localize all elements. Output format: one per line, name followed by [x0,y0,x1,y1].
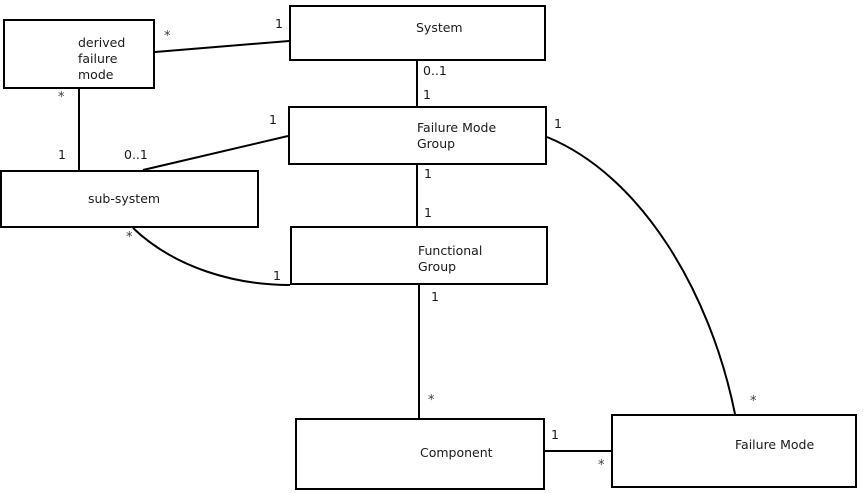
multiplicity-label: * [598,458,605,473]
multiplicity-label: 1 [554,116,562,131]
multiplicity-label: 1 [273,268,281,283]
multiplicity-label: * [58,90,65,105]
class-label-failure-mode: Failure Mode [735,437,815,452]
multiplicity-label: * [428,393,435,408]
class-box-sub-system[interactable] [0,170,259,228]
multiplicity-label: * [164,29,171,44]
class-label-component: Component [420,445,493,460]
class-label-functional-group: Functional Group [418,243,483,274]
multiplicity-label: 1 [551,427,559,442]
class-label-failure-mode-group: Failure Mode Group [417,120,497,151]
multiplicity-label: 1 [269,112,277,127]
class-box-component[interactable] [295,418,545,490]
association-sub-system--functional-group[interactable] [132,227,291,286]
association-sub-system--failure-mode-group[interactable] [142,135,289,171]
multiplicity-label: 1 [424,205,432,220]
class-box-derived-failure-mode[interactable] [3,19,155,89]
multiplicity-label: 1 [424,166,432,181]
multiplicity-label: 1 [431,289,439,304]
multiplicity-label: 1 [58,147,66,162]
multiplicity-label: * [126,230,133,245]
class-box-system[interactable] [289,5,546,61]
class-label-derived-failure-mode: derived failure mode [78,35,126,82]
class-box-functional-group[interactable] [290,226,548,285]
multiplicity-label: 0..1 [124,147,148,162]
class-label-sub-system: sub-system [88,191,161,206]
class-box-failure-mode[interactable] [611,414,857,488]
association-failure-mode-group--failure-mode[interactable] [546,136,736,415]
multiplicity-label: 1 [275,16,283,31]
multiplicity-label: 0..1 [423,63,447,78]
class-box-failure-mode-group[interactable] [288,106,547,165]
multiplicity-label: * [750,394,757,409]
association-derived-failure-mode--system[interactable] [154,40,290,53]
class-label-system: System [416,20,463,35]
multiplicity-label: 1 [423,87,431,102]
